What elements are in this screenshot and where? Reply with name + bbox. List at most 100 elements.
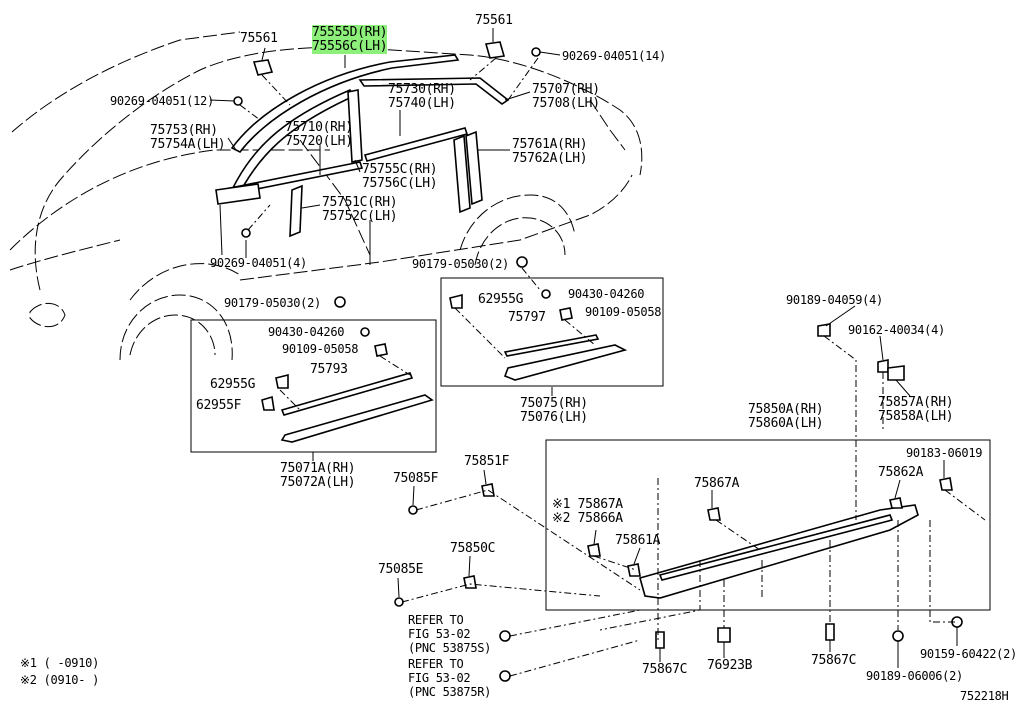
label-90430-rear: 90430-04260: [568, 287, 645, 301]
screw-75085e-shape: [394, 597, 404, 607]
clip-75862a-shape: [889, 497, 903, 509]
label-90189-04059: 90189-04059(4): [786, 293, 883, 307]
label-75850c: 75850C: [450, 541, 496, 556]
front-door-moulding-strip-shape: [280, 372, 414, 416]
rear-dash-2: [564, 319, 596, 346]
label-75851f: 75851F: [464, 454, 510, 469]
label-75797: 75797: [508, 310, 546, 325]
label-62955f: 62955F: [196, 398, 242, 413]
label-75730: 75730(RH): [388, 82, 456, 97]
label-62955g-rear: 62955G: [478, 292, 524, 307]
rocker-leader-lines: [397, 305, 958, 668]
nut-90430-front-shape: [360, 327, 370, 337]
label-75762a: 75762A(LH): [512, 151, 588, 166]
clip-62955g-front-shape: [275, 373, 289, 389]
rear-belt-moulding-shape: [363, 127, 469, 162]
center-pillar-moulding-shape: [347, 89, 363, 163]
clip-refer-1-shape: [499, 630, 511, 642]
label-75720: 75720(LH): [285, 134, 353, 149]
label-90179-top: 90179-05030(2): [412, 257, 509, 271]
clip-90109-front-shape: [374, 343, 388, 357]
screw-90269-4-shape: [241, 228, 251, 238]
label-refer-2-b: FIG 53-02: [408, 671, 471, 685]
car-body-outline: [9, 31, 643, 361]
label-75861a: 75861A: [615, 533, 661, 548]
rear-door-frame-moulding-shape: [358, 77, 510, 105]
rocker-panel-inner-strip-shape: [658, 514, 894, 581]
clip-75867c-right-shape: [825, 623, 835, 641]
clip-62955g-rear-shape: [449, 293, 463, 309]
front-door-moulding-shape: [280, 394, 434, 443]
c-pillar-garnish-rear-shape: [465, 130, 483, 206]
footnote-2: ※2 (0910- ): [20, 673, 100, 687]
label-refer-1-a: REFER TO: [408, 613, 464, 627]
cap-75857a-shape: [887, 365, 905, 381]
label-75085f: 75085F: [393, 471, 439, 486]
label-75761a: 75761A(RH): [512, 137, 588, 152]
screw-90162-shape: [877, 359, 889, 373]
label-75753: 75753(RH): [150, 123, 218, 138]
label-90269-14: 90269-04051(14): [562, 49, 666, 63]
clip-90189-04059-shape: [817, 323, 831, 337]
diagram-id: 752218H: [960, 689, 1009, 703]
front-lower-strip-shape: [215, 183, 261, 205]
label-75561-left: 75561: [240, 31, 278, 46]
label-90269-12: 90269-04051(12): [110, 94, 214, 108]
label-90183: 90183-06019: [906, 446, 983, 460]
clip-75867a-shape: [707, 507, 721, 521]
screw-90269-12-shape: [233, 96, 243, 106]
clip-75851f-shape: [481, 483, 495, 497]
label-75862a: 75862A: [878, 465, 924, 480]
label-75075: 75075(RH): [520, 396, 588, 411]
label-75710: 75710(RH): [285, 120, 353, 135]
label-75072a: 75072A(LH): [280, 475, 356, 490]
footnote-1: ※1 ( -0910): [20, 656, 100, 670]
label-75867c-left: 75867C: [642, 662, 688, 677]
upper-leader-lines: [209, 28, 561, 265]
label-75708: 75708(LH): [532, 96, 600, 111]
label-76923b: 76923B: [707, 658, 753, 673]
label-75751c: 75751C(RH): [322, 195, 398, 210]
clip-90183-shape: [939, 477, 953, 491]
label-75740: 75740(LH): [388, 96, 456, 111]
label-75867a: 75867A: [694, 476, 740, 491]
clip-75861a-shape: [627, 563, 641, 577]
label-75071a: 75071A(RH): [280, 461, 356, 476]
label-75556c: 75556C(LH): [312, 39, 388, 54]
label-90430-front: 90430-04260: [268, 325, 345, 339]
label-75867a-note: ※1 75867A: [552, 497, 623, 512]
front-dash-1: [279, 389, 301, 411]
label-75755c: 75755C(RH): [362, 162, 438, 177]
label-75555d: 75555D(RH): [312, 25, 388, 40]
label-90109-rear: 90109-05058: [585, 305, 662, 319]
label-75857a: 75857A(RH): [878, 395, 954, 410]
c-pillar-garnish-front-shape: [453, 134, 471, 214]
label-75867c-right: 75867C: [811, 653, 857, 668]
label-90109-front: 90109-05058: [282, 342, 359, 356]
front-dash-2: [379, 355, 411, 376]
clip-75866a-shape: [587, 543, 601, 557]
label-75754a: 75754A(LH): [150, 137, 226, 152]
label-90159: 90159-60422(2): [920, 647, 1017, 661]
label-75793: 75793: [310, 362, 348, 377]
rear-door-moulding-box: [440, 277, 664, 387]
label-75561-right: 75561: [475, 13, 513, 28]
b-pillar-garnish-shape: [289, 184, 303, 238]
clip-75867c-left-shape: [655, 631, 665, 649]
rocker-panel-box: [545, 439, 991, 611]
clip-62955f-shape: [261, 395, 275, 411]
label-75858a: 75858A(LH): [878, 409, 954, 424]
label-75850a: 75850A(RH): [748, 402, 824, 417]
label-75860a: 75860A(LH): [748, 416, 824, 431]
clip-75561-right-shape: [484, 41, 506, 59]
clip-90179-top-shape: [516, 256, 528, 268]
rear-door-moulding-shape: [503, 344, 628, 381]
clip-90189-06006-shape: [892, 630, 904, 642]
label-75866a-note: ※2 75866A: [552, 511, 623, 526]
label-refer-1-b: FIG 53-02: [408, 627, 471, 641]
screw-75085f-shape: [408, 505, 418, 515]
clip-75850c-shape: [463, 575, 477, 589]
label-90189-06006: 90189-06006(2): [866, 669, 963, 683]
label-75756c: 75756C(LH): [362, 176, 438, 191]
